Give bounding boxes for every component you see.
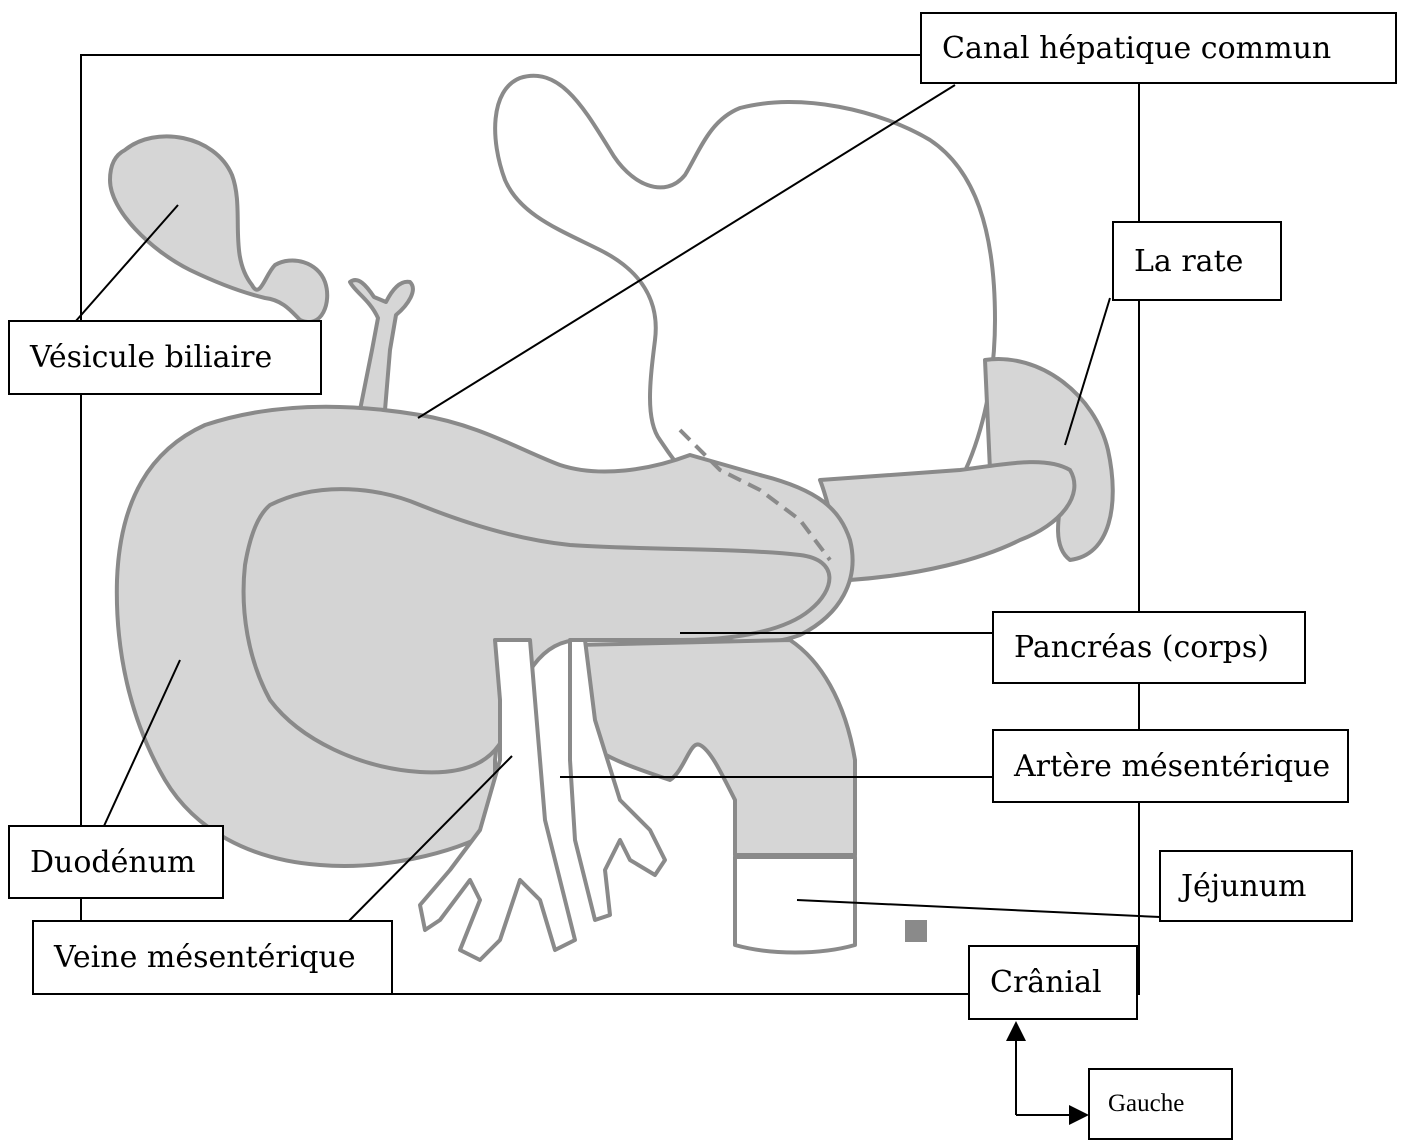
label-cranial: Crânial [968, 945, 1138, 1020]
label-veine-mesenterique: Veine mésentérique [32, 920, 393, 995]
gallbladder [110, 136, 327, 322]
bile-duct [350, 280, 413, 410]
pancreas-tail [820, 462, 1074, 580]
label-pancreas-corps: Pancréas (corps) [992, 611, 1306, 684]
legend-square [905, 920, 927, 942]
leader-vesicule [75, 205, 178, 322]
label-artere-mesenterique: Artère mésentérique [992, 729, 1349, 803]
label-gauche: Gauche [1088, 1068, 1233, 1140]
label-jejunum: Jéjunum [1159, 850, 1353, 922]
label-vesicule-biliaire: Vésicule biliaire [8, 320, 322, 395]
jejunum-end [735, 857, 855, 953]
label-la-rate: La rate [1112, 221, 1282, 301]
organs [110, 76, 1113, 960]
label-canal-hepatique: Canal hépatique commun [920, 12, 1397, 84]
label-duodenum: Duodénum [8, 825, 224, 899]
